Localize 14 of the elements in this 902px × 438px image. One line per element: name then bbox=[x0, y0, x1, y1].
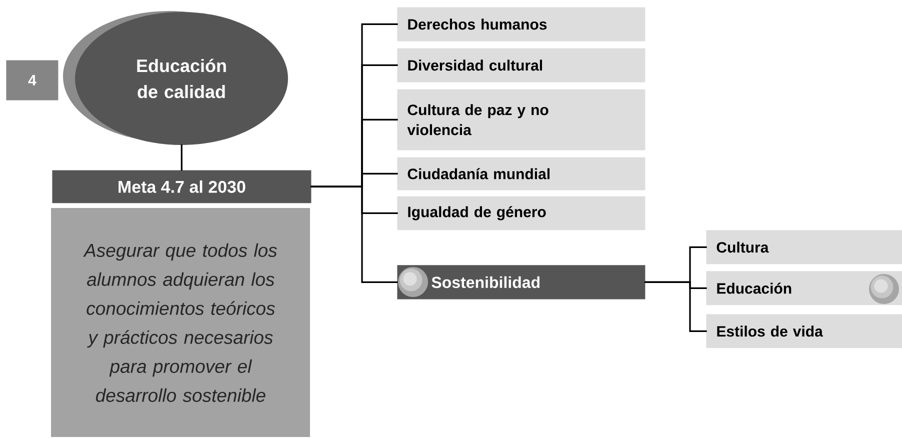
description-box: Asegurar que todos los alumnos adquieran los conocimientos teóricos y prácticos necesarios para promover el desarrollo sostenible bbox=[51, 208, 310, 437]
topic-box: Cultura de paz y no violencia bbox=[397, 89, 646, 150]
target-bar: Meta 4.7 al 2030 bbox=[52, 170, 312, 204]
topic-box: Sostenibilidad bbox=[397, 265, 646, 300]
topic-box: Ciudadanía mundial bbox=[397, 157, 646, 190]
topic-box: Diversidad cultural bbox=[397, 48, 646, 82]
topic-box: Derechos humanos bbox=[397, 7, 646, 42]
connector-line bbox=[644, 281, 707, 332]
topic-box: Igualdad de género bbox=[397, 196, 646, 230]
connector-line bbox=[310, 186, 398, 283]
topic-box: Cultura bbox=[706, 230, 902, 264]
topic-box: Estilos de vida bbox=[706, 314, 902, 348]
connector-line bbox=[180, 144, 182, 171]
number-box: 4 bbox=[6, 60, 58, 100]
